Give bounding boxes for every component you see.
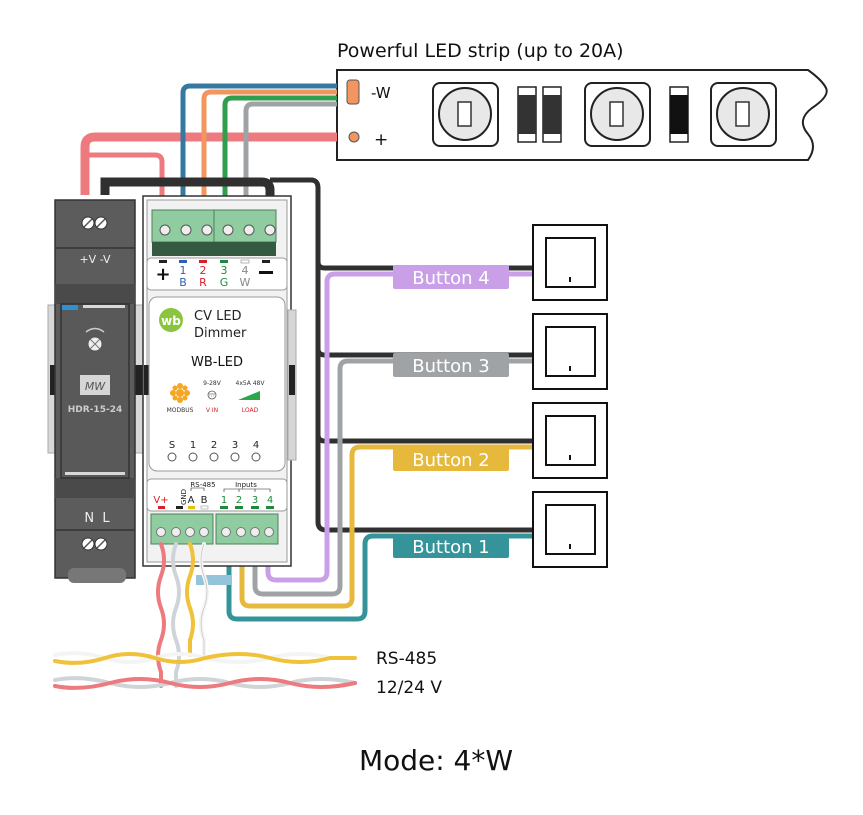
strip-pad-plus [348, 131, 360, 143]
led-strip-title: Powerful LED strip (up to 20A) [337, 40, 624, 62]
svg-text:+: + [155, 264, 170, 285]
strip-led-3 [710, 82, 777, 147]
load-label: LOAD [242, 407, 259, 414]
svg-text:V+: V+ [153, 495, 168, 506]
cable-label-power: 12/24 V [376, 678, 442, 698]
top-wires [80, 83, 545, 533]
psu-output-screws [81, 216, 108, 230]
vin-rating: 9-28V [203, 380, 222, 387]
wire-gray [243, 101, 337, 215]
svg-text:RS-485: RS-485 [190, 481, 215, 489]
wire-button3 [252, 358, 545, 597]
svg-text:Button 1: Button 1 [412, 537, 489, 558]
svg-text:3: 3 [252, 495, 258, 506]
psu-input-screws [81, 537, 108, 551]
strip-label-plus: + [374, 130, 388, 150]
dc-icon [207, 390, 217, 400]
vin-label: V IN [206, 407, 218, 414]
twisted-cables [53, 542, 357, 690]
wire-black-psu [100, 177, 275, 215]
wire-blue [180, 83, 337, 215]
button-label-1: Button 1 [393, 534, 509, 558]
svg-text:wb: wb [161, 314, 181, 328]
svg-text:B: B [201, 495, 208, 506]
psu-output-label: +V -V [79, 253, 111, 266]
status-leds: S 1 2 3 4 [167, 440, 261, 462]
wire-button2 [239, 444, 545, 609]
power-supply: MW HDR-15-24 +V -V N L [47, 199, 144, 583]
svg-text:1: 1 [221, 495, 227, 506]
svg-text:1: 1 [180, 264, 187, 277]
psu-brand-logo: MW [85, 380, 106, 393]
mode-title: Mode: 4*W [359, 744, 513, 777]
load-ramp-icon [238, 391, 260, 400]
dimmer-module: + 1 B 2 R 3 G 4 W wb CV LED Dimmer WB-LE… [142, 195, 297, 567]
strip-resistor-3 [669, 86, 689, 143]
svg-text:Button 2: Button 2 [412, 450, 489, 471]
dimmer-front-panel [148, 296, 286, 472]
strip-pad-minus-w [346, 79, 360, 105]
strip-led-1 [432, 82, 499, 147]
svg-text:1: 1 [190, 440, 196, 451]
wire-orange [201, 89, 337, 215]
dimmer-name-1: CV LED [194, 309, 242, 324]
psu-input-label: N L [84, 511, 110, 526]
svg-text:A: A [188, 495, 195, 506]
wire-button1 [226, 533, 545, 622]
svg-text:G: G [220, 276, 229, 289]
svg-text:R: R [199, 276, 207, 289]
wall-switch-2[interactable] [532, 402, 608, 479]
modbus-label: MODBUS [167, 407, 194, 414]
wire-red-to-dimmer [85, 152, 165, 215]
svg-text:2: 2 [211, 440, 217, 451]
svg-text:4: 4 [253, 440, 259, 451]
wall-switch-3[interactable] [532, 313, 608, 390]
svg-text:B: B [179, 276, 187, 289]
psu-model: HDR-15-24 [68, 405, 122, 415]
svg-text:3: 3 [221, 264, 228, 277]
svg-text:GND: GND [180, 489, 188, 505]
svg-text:S: S [169, 440, 175, 451]
svg-text:2: 2 [236, 495, 242, 506]
wire-green [222, 95, 337, 215]
wall-switch-1[interactable] [532, 491, 608, 568]
strip-label-minus-w: -W [371, 84, 391, 102]
svg-text:W: W [240, 276, 251, 289]
strip-resistor-2 [542, 86, 562, 143]
strip-resistor-1 [517, 86, 537, 143]
button-wires [226, 271, 545, 622]
button-label-2: Button 2 [393, 447, 509, 471]
modbus-icon [170, 383, 190, 403]
input-common-jumper [196, 575, 232, 585]
cable-label-rs485: RS-485 [376, 649, 437, 669]
wire-button4 [265, 271, 545, 583]
wall-switch-4[interactable] [532, 224, 608, 301]
load-rating: 4x5A 48V [236, 380, 266, 387]
svg-text:4: 4 [242, 264, 249, 277]
svg-text:3: 3 [232, 440, 238, 451]
dimmer-model: WB-LED [191, 355, 243, 370]
bottom-terminal-screws [156, 527, 274, 537]
dimmer-name-2: Dimmer [194, 326, 247, 341]
top-terminal-screws [159, 224, 276, 236]
button-label-3: Button 3 [393, 353, 509, 377]
svg-text:Button 4: Button 4 [412, 268, 489, 289]
wb-logo [159, 308, 183, 332]
button-label-4: Button 4 [393, 265, 509, 289]
wire-red-plus [80, 132, 337, 195]
svg-text:Inputs: Inputs [235, 481, 257, 489]
svg-text:4: 4 [267, 495, 273, 506]
bottom-terminal-labels: V+ GND RS-485 A B Inputs 1 2 3 4 [153, 481, 274, 510]
svg-text:2: 2 [200, 264, 207, 277]
top-terminal-labels: + 1 B 2 R 3 G 4 W [155, 259, 273, 289]
strip-led-2 [584, 82, 651, 147]
svg-text:Button 3: Button 3 [412, 356, 489, 377]
